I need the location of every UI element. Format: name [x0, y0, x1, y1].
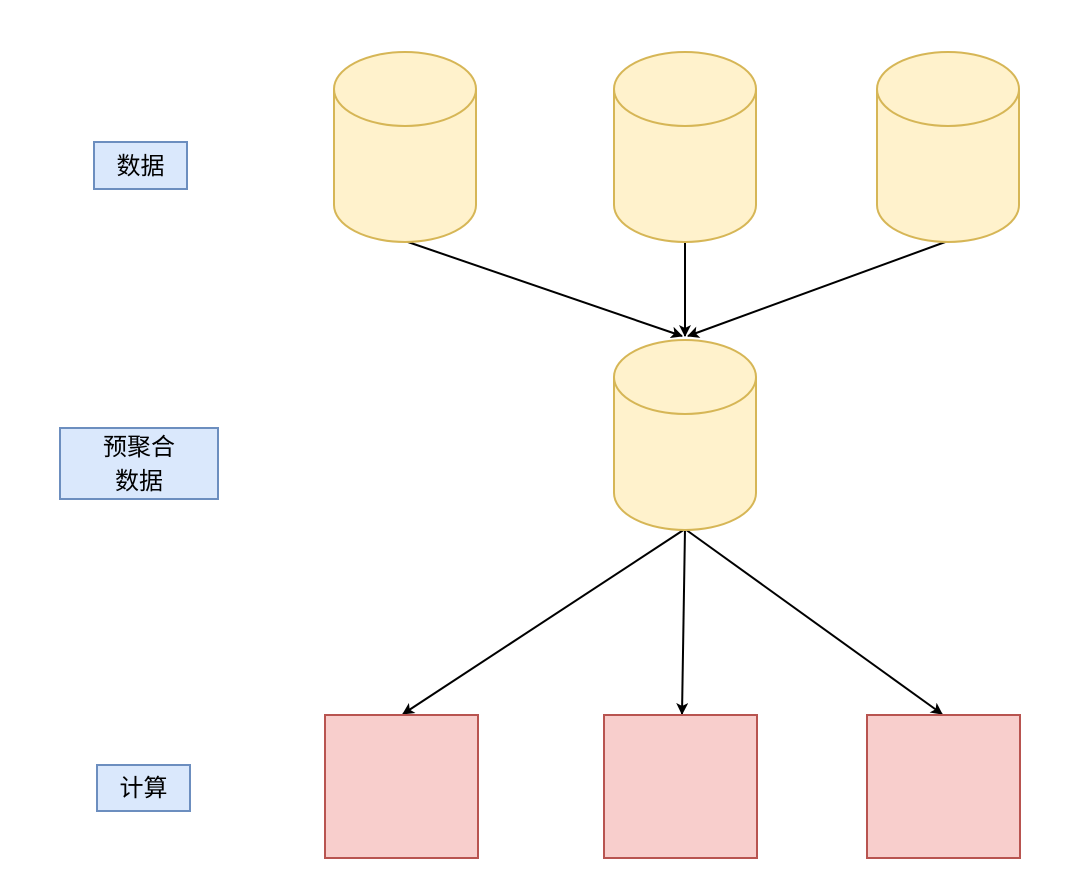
- tier-label-compute-text: 计算: [119, 774, 168, 802]
- tier-label-preagg-line1: 预聚合: [103, 432, 175, 461]
- cylinder-lid: [876, 88, 1020, 127]
- cylinder-source-2: [613, 51, 757, 243]
- cylinder-body: [333, 51, 477, 243]
- cylinder-lid: [613, 88, 757, 127]
- cylinder-preagg: [613, 339, 757, 531]
- tier-label-preagg: 预聚合 数据: [59, 427, 219, 500]
- tier-label-compute: 计算: [96, 764, 191, 812]
- square-compute-2: [603, 714, 758, 859]
- arrow-preagg-to-compute-2: [676, 528, 689, 715]
- cylinder-body: [613, 339, 757, 531]
- cylinder-body: [613, 51, 757, 243]
- cylinder-lid: [333, 88, 477, 127]
- square-compute-3: [866, 714, 1021, 859]
- cylinder-source-1: [333, 51, 477, 243]
- tier-label-data: 数据: [93, 141, 188, 190]
- tier-label-data-text: 数据: [116, 151, 165, 180]
- cylinder-body: [876, 51, 1020, 243]
- nodes-layer: [324, 51, 1021, 859]
- tier-label-preagg-line2: 数据: [115, 466, 163, 495]
- square-compute-1: [324, 714, 479, 859]
- cylinder-source-3: [876, 51, 1020, 243]
- cylinder-lid: [613, 376, 757, 415]
- arrow-source-3-to-preagg: [687, 240, 949, 338]
- arrow-preagg-to-compute-1: [402, 528, 686, 715]
- arrow-preagg-to-compute-3: [684, 528, 943, 715]
- edges-layer: [402, 240, 949, 715]
- arrow-source-1-to-preagg: [404, 240, 683, 339]
